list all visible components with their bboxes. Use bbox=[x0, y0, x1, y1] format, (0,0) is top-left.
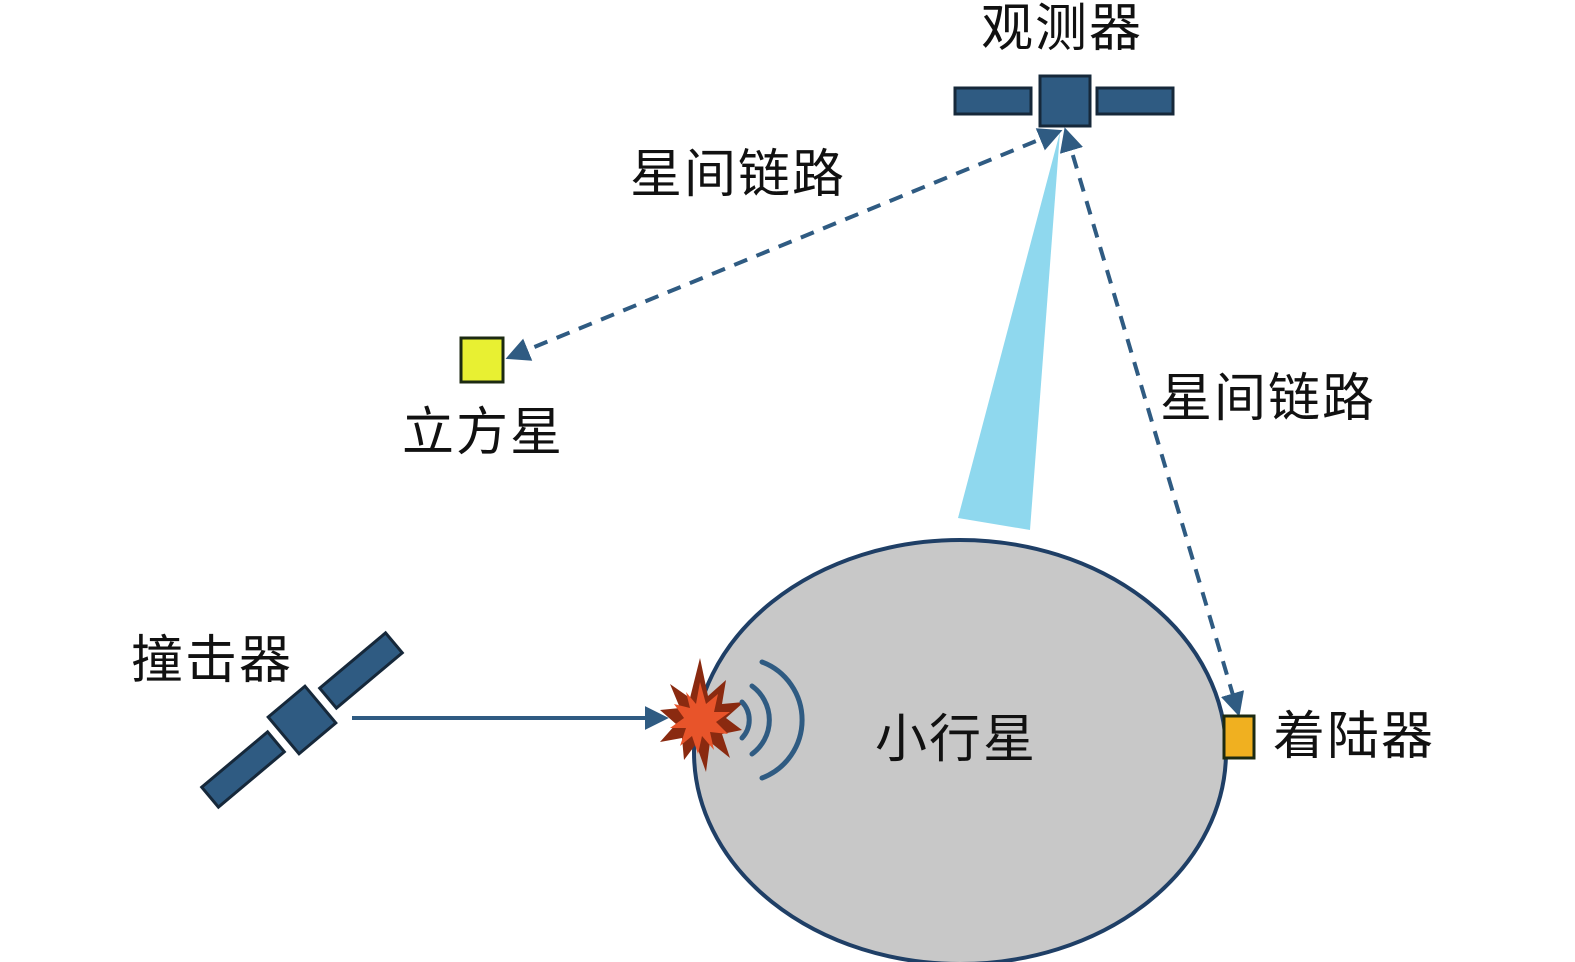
isl-link-to-lander bbox=[1059, 127, 1245, 717]
cubesat-marker-icon bbox=[459, 336, 505, 384]
observer-satellite-icon bbox=[953, 74, 1175, 128]
cubesat-label: 立方星 bbox=[402, 403, 564, 463]
impactor-label: 撞击器 bbox=[131, 631, 293, 691]
asteroid-label: 小行星 bbox=[875, 710, 1037, 770]
isl-right-label: 星间链路 bbox=[1160, 369, 1376, 429]
isl-upper-label: 星间链路 bbox=[630, 145, 846, 205]
lander-marker-icon bbox=[1222, 714, 1256, 760]
sensor-beam bbox=[958, 132, 1060, 530]
shockwave-wave-icon bbox=[739, 659, 805, 781]
impactor-satellite-icon bbox=[199, 630, 405, 810]
isl-link-to-cubesat bbox=[505, 128, 1063, 361]
lander-label: 着陆器 bbox=[1273, 707, 1435, 767]
observer-label: 观测器 bbox=[981, 0, 1143, 59]
impact-explosion-icon bbox=[660, 658, 744, 772]
